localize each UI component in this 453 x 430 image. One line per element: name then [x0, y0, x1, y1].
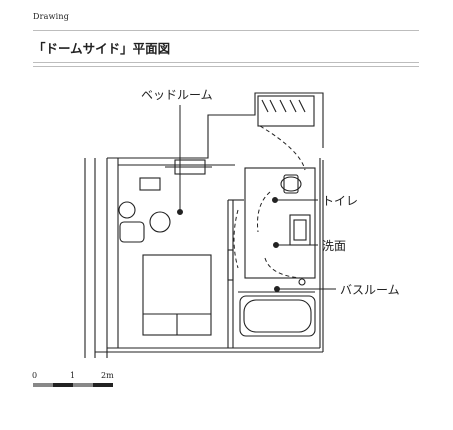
basin	[293, 219, 307, 241]
entry-door-swing	[259, 125, 306, 171]
scale-seg-3	[73, 383, 93, 387]
label-toilet: トイレ	[322, 194, 358, 208]
scale-seg-4	[93, 383, 113, 387]
scale-seg-2	[53, 383, 73, 387]
label-bathroom: バスルーム	[340, 283, 400, 297]
washroom-dot	[273, 242, 279, 248]
shower-head	[298, 278, 306, 286]
label-bedroom: ベッドルーム	[141, 88, 213, 102]
bathtub-outer	[239, 295, 316, 337]
section-label: Drawing	[33, 12, 70, 21]
label-washroom: 洗面	[322, 239, 346, 253]
scale-tick-2m: 2m	[101, 371, 114, 380]
scale-tick-1: 1	[70, 371, 75, 380]
closet	[257, 95, 315, 127]
hanger-3	[279, 99, 287, 113]
scale-seg-1	[33, 383, 53, 387]
bedroom-dot	[177, 209, 183, 215]
header-rule	[33, 30, 419, 31]
scale-tick-0: 0	[32, 371, 37, 380]
bathroom-dot	[274, 286, 280, 292]
toilet-tank	[283, 174, 299, 194]
hanger-2	[269, 99, 277, 113]
tv-unit	[139, 177, 161, 191]
stool	[118, 201, 136, 219]
round-table	[149, 211, 171, 233]
hanger-1	[261, 99, 269, 113]
page-title: 「ドームサイド」平面図	[33, 41, 171, 56]
toilet-wash-room	[244, 167, 316, 279]
bathtub-inner	[243, 299, 312, 333]
title-rule-bottom	[33, 66, 419, 67]
washroom-door-swing	[264, 257, 301, 279]
sliding-door	[227, 249, 234, 281]
hanger-4	[289, 99, 297, 113]
title-rule-top	[33, 62, 419, 63]
toilet-dot	[272, 197, 278, 203]
armchair	[119, 221, 145, 243]
toilet-door-swing	[257, 191, 271, 233]
toilet-bowl	[280, 176, 302, 192]
hanger-5	[298, 99, 306, 113]
scale-bar: 0 1 2m	[32, 371, 114, 387]
wall-top	[107, 92, 324, 159]
bath-door-swing	[233, 209, 239, 269]
